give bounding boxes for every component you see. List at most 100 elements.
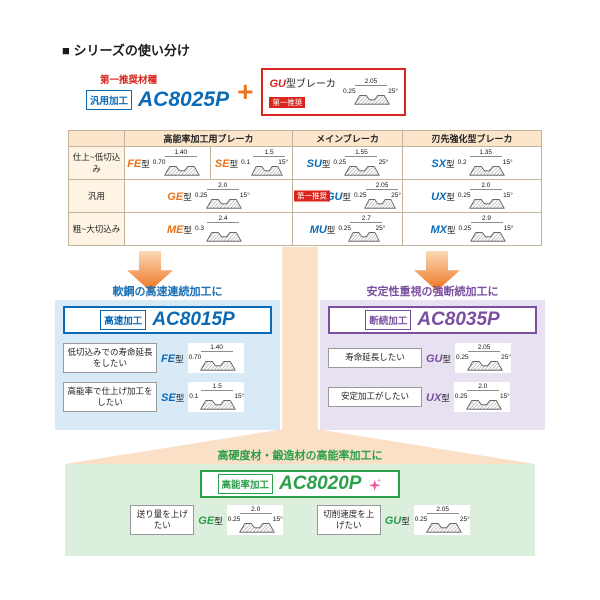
breaker-type-label: FE型 bbox=[161, 353, 184, 366]
breaker-type-label: SX型 bbox=[431, 158, 455, 170]
dim-land: 0.25 bbox=[333, 159, 347, 166]
dim-angle: 15° bbox=[278, 159, 289, 166]
breaker-type-label: MX型 bbox=[430, 224, 456, 236]
dim-width: 1.40 bbox=[200, 344, 233, 353]
sparkle-icon bbox=[369, 477, 383, 491]
breaker-type-label: UX型 bbox=[431, 191, 455, 203]
breaker-type-label: GU型 bbox=[384, 515, 410, 528]
grade-ac8025p: AC8025P bbox=[138, 88, 230, 111]
dim-angle: 25° bbox=[378, 159, 389, 166]
breaker-type-label: GU型 bbox=[326, 191, 352, 203]
breaker-diagram: 2.0 0.25 15° bbox=[456, 181, 513, 211]
dim-land: 0.1 bbox=[241, 159, 251, 166]
use-case-text: 寿命延長したい bbox=[328, 348, 422, 368]
insert-cross-section-icon bbox=[469, 199, 505, 209]
insert-cross-section-icon bbox=[200, 400, 237, 410]
dim-land: 0.25 bbox=[338, 225, 351, 232]
breaker-type-label: GE型 bbox=[198, 515, 223, 528]
insert-cross-section-icon bbox=[251, 166, 284, 176]
dim-width: 2.0 bbox=[239, 506, 272, 515]
use-case-text: 切削速度を上げたい bbox=[316, 505, 381, 536]
insert-cross-section-icon bbox=[199, 361, 236, 371]
dim-angle: 15° bbox=[503, 192, 513, 199]
breaker-type-label: UX型 bbox=[426, 392, 450, 404]
first-grade-label: 第一推奨材種 bbox=[100, 75, 158, 86]
page-title: ■ シリーズの使い分け bbox=[62, 43, 190, 58]
grade-ac8020p: AC8020P bbox=[279, 473, 362, 494]
gu-breaker-title-block: GU型ブレーカ 第一推奨 bbox=[269, 74, 336, 110]
dim-width: 1.5 bbox=[253, 149, 286, 157]
first-recommendation-badge: 第一推奨 bbox=[269, 97, 306, 108]
use-case-text: 低切込みでの寿命延長をしたい bbox=[63, 343, 157, 374]
row-label: 仕上~低切込み bbox=[68, 146, 125, 180]
dim-width: 2.4 bbox=[207, 215, 239, 223]
dim-land: 0.25 bbox=[414, 516, 428, 524]
dim-angle: 15° bbox=[503, 225, 514, 232]
breaker-diagram: 2.7 0.25 25° bbox=[337, 214, 386, 244]
dim-land: 0.25 bbox=[457, 192, 471, 199]
dim-angle: 25° bbox=[391, 192, 402, 199]
dim-width: 1.5 bbox=[201, 383, 234, 392]
dim-width: 2.9 bbox=[470, 215, 503, 223]
breaker-type-label: GU型ブレーカ bbox=[269, 78, 336, 90]
col-header-high-efficiency: 高能率加工用ブレーカ bbox=[124, 130, 293, 147]
insert-cross-section-icon bbox=[467, 361, 503, 371]
dim-angle: 15° bbox=[234, 393, 245, 401]
breaker-diagram: 2.9 0.25 15° bbox=[457, 214, 514, 244]
dim-angle: 15° bbox=[499, 393, 510, 400]
dim-angle: 25° bbox=[501, 354, 512, 361]
dim-land: 0.25 bbox=[342, 88, 356, 95]
insert-cross-section-icon bbox=[364, 199, 396, 209]
dim-width: 2.05 bbox=[468, 344, 501, 352]
dim-width: 1.40 bbox=[164, 149, 197, 157]
bottom-panel-headline: 高硬度材・鍛造材の高能率加工に bbox=[217, 450, 383, 462]
dim-width: 2.0 bbox=[469, 182, 502, 190]
breaker-type-label: SE型 bbox=[214, 158, 239, 170]
dim-land: 0.2 bbox=[457, 159, 467, 166]
insert-cross-section-icon bbox=[425, 523, 462, 533]
primary-grade-block: 第一推奨材種 汎用加工 AC8025P bbox=[86, 72, 229, 112]
use-case-text: 安定加工がしたい bbox=[328, 387, 422, 407]
row-label: 粗~大切込み bbox=[68, 212, 125, 246]
insert-cross-section-icon bbox=[468, 166, 505, 176]
col-header-main: メインブレーカ bbox=[291, 130, 404, 147]
grade-ac8015p: AC8015P bbox=[152, 309, 235, 330]
dim-width: 2.0 bbox=[206, 182, 239, 190]
dim-angle: 25° bbox=[375, 225, 386, 232]
dim-width: 2.05 bbox=[366, 182, 399, 190]
breaker-cell-fe: FE型 1.40 0.70 bbox=[126, 148, 209, 178]
breaker-type-label: FE型 bbox=[127, 158, 150, 170]
dim-land: 0.25 bbox=[456, 354, 469, 361]
dim-land: 0.3 bbox=[195, 225, 205, 232]
insert-cross-section-icon bbox=[238, 523, 275, 533]
panel-header: 断続加工 AC8035P bbox=[328, 306, 537, 334]
breaker-type-label: SE型 bbox=[161, 392, 185, 405]
dim-width: 2.7 bbox=[350, 215, 383, 223]
insert-cross-section-icon bbox=[348, 232, 381, 242]
process-label-high-efficiency: 高能率加工 bbox=[217, 474, 274, 494]
breaker-cell-ux: UX型 2.0 0.25 15° bbox=[404, 181, 540, 211]
dim-land: 0.70 bbox=[152, 159, 166, 166]
dim-land: 0.25 bbox=[227, 516, 241, 524]
dim-land: 0.25 bbox=[458, 225, 472, 232]
